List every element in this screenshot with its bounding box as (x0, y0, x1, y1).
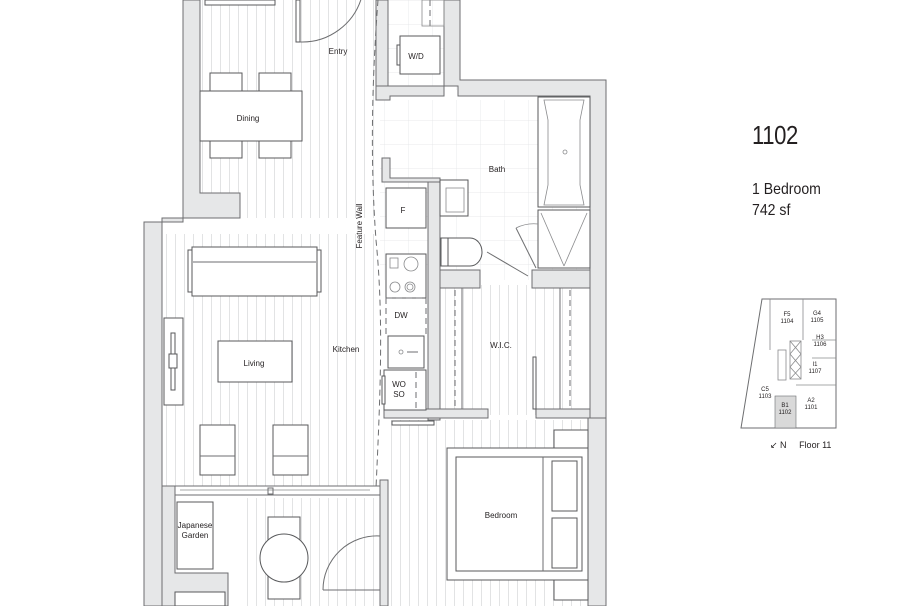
room-labels: Entry Dining W/D Bath Feature Wall F DW … (178, 47, 518, 540)
svg-text:1105: 1105 (811, 318, 825, 324)
key-plan-caption: ↙ N Floor 11 (770, 440, 841, 451)
key-plan-highlight-1102 (774, 395, 797, 429)
room-label-bedroom: Bedroom (485, 511, 518, 520)
north-arrow-icon: ↙ N (770, 440, 787, 450)
dishwasher-label: DW (394, 311, 408, 320)
svg-text:G4: G4 (813, 311, 822, 317)
kitchen-appliances (381, 187, 427, 411)
steam-oven-label: SO (393, 390, 405, 399)
svg-text:B1: B1 (781, 403, 789, 409)
svg-text:1104: 1104 (781, 319, 795, 325)
balcony-furniture (174, 501, 381, 606)
room-label-living: Living (244, 359, 265, 368)
garden-label-line1: Japanese (178, 521, 213, 530)
feature-wall-line (371, 0, 382, 489)
svg-text:C5: C5 (761, 387, 769, 393)
room-label-entry: Entry (329, 47, 348, 56)
feature-wall-label: Feature Wall (355, 203, 364, 248)
svg-text:A2: A2 (807, 398, 815, 404)
unit-type: 1 Bedroom (752, 181, 821, 198)
svg-text:1107: 1107 (809, 369, 823, 375)
wall-oven-label: WO (392, 380, 406, 389)
room-label-kitchen: Kitchen (333, 345, 360, 354)
walk-in-closet (391, 287, 591, 426)
room-label-dining: Dining (237, 114, 260, 123)
svg-text:I1: I1 (812, 362, 818, 368)
bath-fixtures (439, 96, 591, 277)
garden-label-line2: Garden (182, 531, 209, 540)
room-label-wd: W/D (408, 52, 424, 61)
dining-set (199, 72, 303, 159)
fridge-label: F (401, 206, 406, 215)
room-label-bath: Bath (489, 165, 505, 174)
unit-area: 742 sf (752, 202, 791, 219)
washer-dryer (396, 0, 445, 75)
svg-text:1101: 1101 (805, 405, 819, 411)
svg-text:1106: 1106 (814, 342, 828, 348)
floor-label: Floor 11 (799, 440, 832, 450)
unit-number: 1102 (752, 120, 798, 150)
walls (143, 0, 607, 606)
bedroom-furniture (446, 429, 589, 601)
svg-text:1103: 1103 (759, 394, 773, 400)
svg-text:1102: 1102 (779, 410, 793, 416)
entry-door (204, 0, 362, 43)
living-furniture (163, 246, 322, 476)
room-label-wic: W.I.C. (490, 341, 512, 350)
key-plan: F5 1104 G4 1105 H3 1106 I1 1107 C5 1103 … (740, 298, 837, 429)
svg-text:H3: H3 (816, 335, 824, 341)
svg-text:F5: F5 (783, 312, 791, 318)
